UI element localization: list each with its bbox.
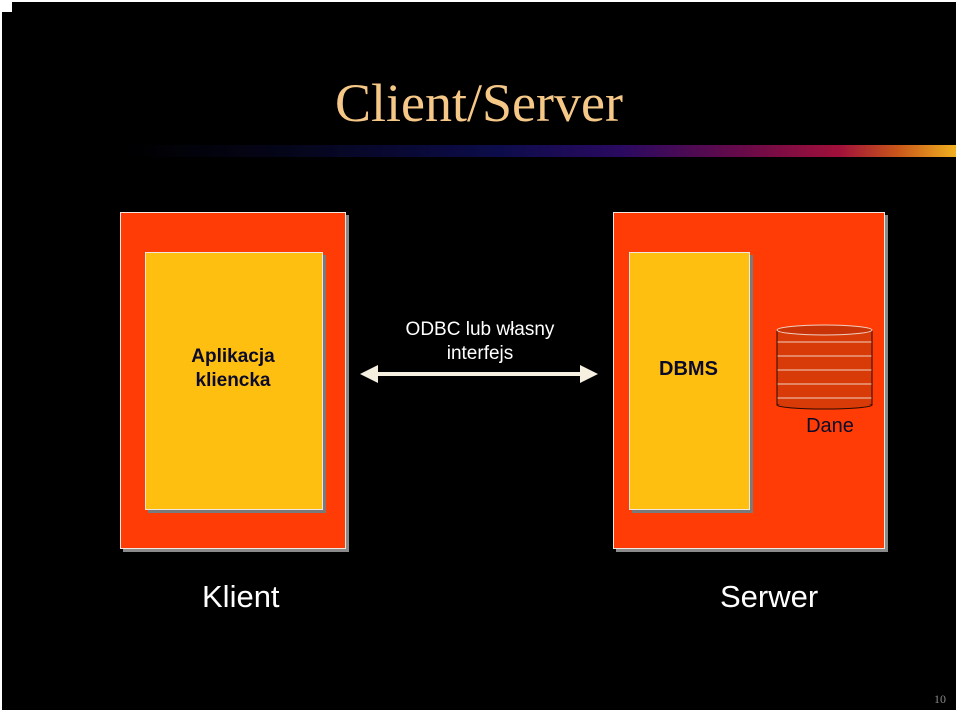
data-label: Dane — [806, 415, 854, 437]
interface-label-line2: interfejs — [446, 343, 514, 364]
client-application-label: Aplikacja kliencka — [145, 345, 321, 393]
client-label: Klient — [202, 579, 280, 614]
interface-label-line1: ODBC lub własny — [405, 319, 555, 340]
client-application-label-line2: kliencka — [195, 370, 271, 391]
database-icon — [776, 324, 873, 410]
client-application-label-line1: Aplikacja — [191, 346, 275, 367]
interface-label: ODBC lub własny interfejs — [362, 318, 598, 366]
client-application-box — [145, 252, 323, 510]
dbms-label: DBMS — [659, 358, 718, 380]
server-label: Serwer — [720, 579, 819, 614]
slide-title: Client/Server — [335, 73, 623, 133]
bidirectional-arrow-icon — [360, 365, 598, 383]
page-number: 10 — [934, 692, 946, 706]
corner-mark — [2, 2, 12, 12]
dbms-box — [629, 252, 750, 510]
title-gradient-rule — [122, 145, 956, 157]
